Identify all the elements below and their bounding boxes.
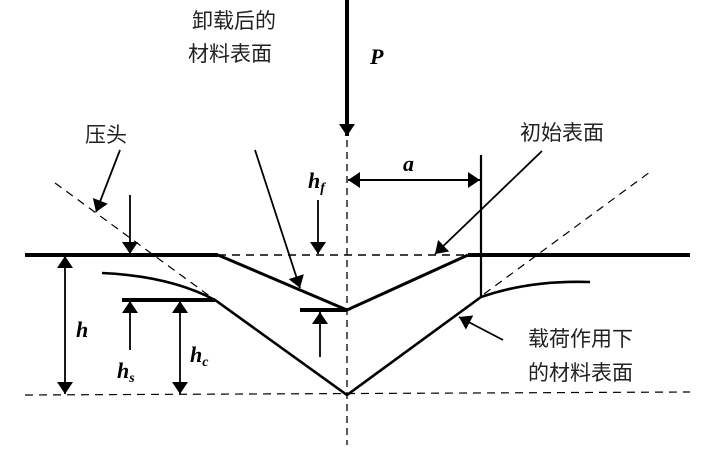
hf-label: hf	[308, 168, 326, 196]
max-depth-line	[24, 391, 691, 396]
contact-radius-label: a	[403, 151, 414, 176]
indenter-label: 压头	[85, 123, 127, 147]
hs-label: hs	[117, 358, 135, 386]
unloaded-surface-label-2: 材料表面	[188, 42, 272, 66]
h-label: h	[76, 317, 88, 342]
indenter-right-flank	[483, 171, 651, 295]
initial-surface-label: 初始表面	[520, 121, 604, 145]
hc-label: hc	[190, 342, 209, 370]
loaded-surface	[101, 271, 591, 397]
indenter-leader	[92, 149, 121, 213]
loaded-surface-label-1: 载荷作用下	[528, 327, 633, 351]
loaded-surface-leader	[458, 315, 504, 341]
initial-surface-leader	[434, 150, 543, 255]
unloaded-surface-label-1: 卸载后的	[192, 9, 276, 33]
indenter-left-flank	[54, 182, 216, 301]
force-label: P	[369, 44, 384, 69]
unloaded-surface	[217, 253, 469, 312]
unloaded-surface-leader	[254, 149, 304, 289]
loaded-surface-label-2: 的材料表面	[528, 361, 633, 385]
